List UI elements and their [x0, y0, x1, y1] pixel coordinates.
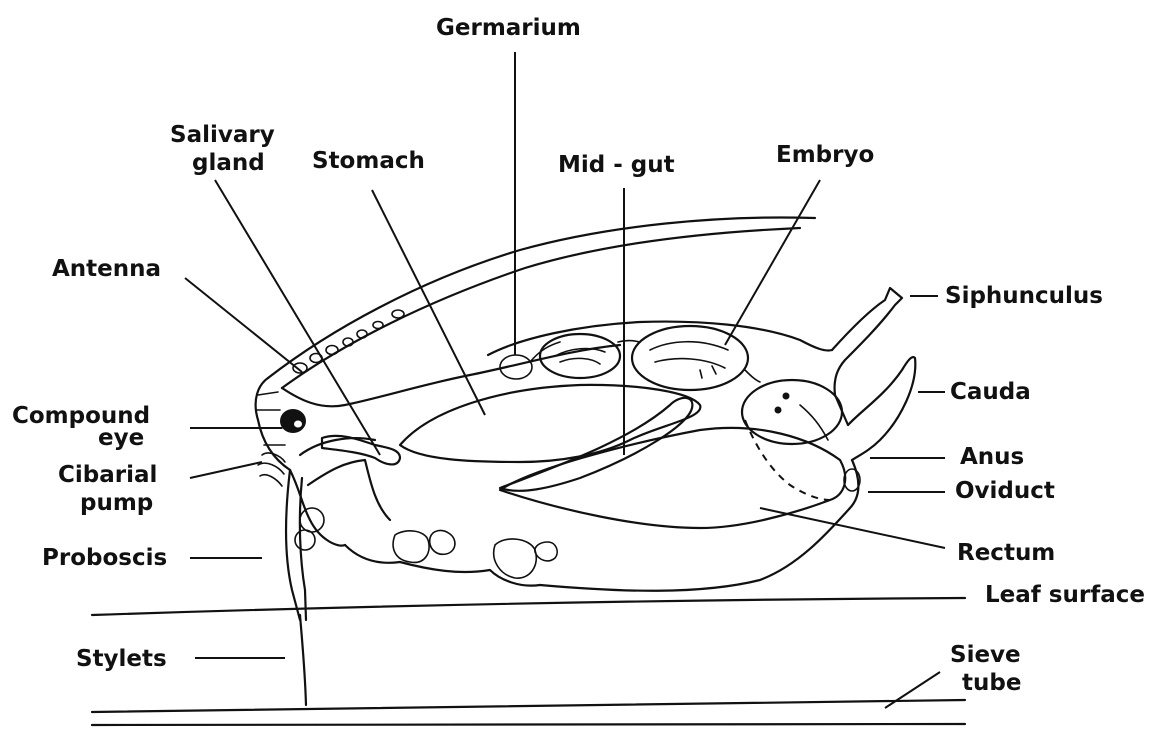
- leader-embryo: [725, 180, 820, 345]
- label-salivary: Salivary: [170, 122, 275, 148]
- leaf-surface-line: [92, 598, 965, 615]
- label-stylets: Stylets: [76, 646, 167, 672]
- label-gland: gland: [192, 150, 265, 176]
- cauda-outline: [848, 357, 915, 460]
- sieve-tube-top-line: [92, 700, 965, 712]
- label-cauda: Cauda: [950, 379, 1031, 405]
- label-oviduct: Oviduct: [955, 478, 1055, 504]
- label-rectum: Rectum: [957, 540, 1055, 566]
- embryo-eye-2: [783, 393, 790, 400]
- label-anus: Anus: [960, 444, 1024, 470]
- label-antenna: Antenna: [52, 256, 161, 282]
- dorsal-cuticle-inner: [282, 228, 800, 388]
- siphunculus-outline: [832, 288, 902, 425]
- internal-organs: [258, 326, 860, 528]
- leader-rectum: [760, 508, 945, 548]
- leader-cibarial-pump: [190, 462, 262, 478]
- aphid-body: [256, 217, 916, 590]
- antenna-segments: [293, 310, 404, 373]
- label-leaf-surface: Leaf surface: [985, 582, 1145, 608]
- label-tube: tube: [962, 670, 1021, 696]
- substrate-lines: [92, 598, 965, 725]
- label-sieve: Sieve: [950, 642, 1021, 668]
- cibarial-pump-shape: [258, 453, 285, 486]
- embryo-eye-1: [775, 407, 782, 414]
- label-eye: eye: [98, 425, 144, 451]
- label-pump: pump: [80, 490, 153, 516]
- stylets-shape: [300, 615, 306, 705]
- label-mid-gut: Mid - gut: [558, 152, 675, 178]
- abdomen-ventral: [540, 460, 859, 591]
- leader-antenna: [185, 278, 302, 372]
- label-cibarial: Cibarial: [58, 462, 157, 488]
- posterior-embryo-detail: [800, 405, 828, 440]
- abdomen-upper-outline: [488, 322, 832, 355]
- rectum-dashed: [745, 420, 830, 500]
- label-proboscis: Proboscis: [42, 545, 167, 571]
- labels: Germarium Salivary gland Stomach Mid - g…: [12, 15, 1145, 696]
- large-embryo-detail: [650, 342, 728, 378]
- dorsal-cuticle-outer: [268, 217, 815, 378]
- legs: [290, 470, 557, 586]
- label-stomach: Stomach: [312, 148, 425, 174]
- label-germarium: Germarium: [436, 15, 581, 41]
- label-siphunculus: Siphunculus: [945, 283, 1103, 309]
- leader-sieve-tube: [885, 672, 940, 708]
- compound-eye-highlight: [294, 421, 302, 428]
- compound-eye-shape: [280, 409, 306, 433]
- sieve-tube-bottom-line: [92, 724, 965, 725]
- stomach-shape: [400, 385, 700, 462]
- posterior-embryo: [742, 380, 842, 444]
- label-embryo: Embryo: [776, 142, 874, 168]
- proboscis-shape: [286, 470, 300, 620]
